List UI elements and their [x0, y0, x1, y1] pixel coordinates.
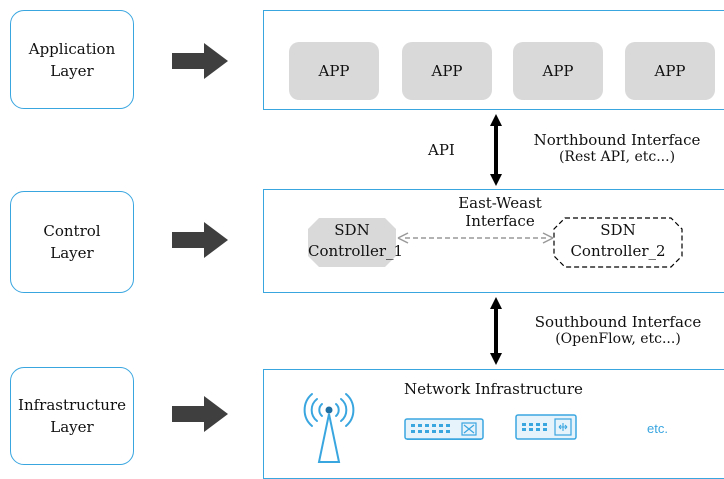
sdn-controller-1-line2: Controller_1 [308, 242, 404, 260]
northbound-subtitle: (Rest API, etc...) [558, 149, 676, 165]
app-box-3: APP [513, 42, 603, 100]
application-layer-line2: Layer [50, 61, 94, 80]
east-west-line2: Interface [465, 212, 535, 230]
sdn-controller-1: SDN Controller_1 [308, 220, 404, 262]
app-box-2: APP [402, 42, 492, 100]
east-west-line1: East-Weast [458, 194, 542, 212]
sdn-controller-1-line1: SDN [334, 221, 370, 239]
network-switch-icon [404, 418, 484, 440]
infrastructure-layer-line2: Layer [50, 418, 94, 436]
infrastructure-layer-arrow [172, 396, 228, 432]
northbound-title: Northbound Interface [533, 131, 701, 149]
sdn-controller-1-shape [308, 218, 396, 267]
northbound-interface: Northbound Interface (Rest API, etc...) [522, 131, 712, 165]
application-panel: APP APP APP APP [263, 10, 724, 110]
northbound-arrow [490, 114, 502, 186]
control-panel-graphics [308, 217, 683, 268]
infrastructure-panel [263, 369, 724, 479]
sdn-controller-2-line2: Controller_2 [570, 242, 666, 260]
east-west-arrow-head-left [397, 232, 409, 244]
sdn-controller-2-line1: SDN [600, 221, 636, 239]
east-west-arrow-head-right [542, 232, 554, 244]
network-router-icon [515, 414, 577, 440]
control-layer-line2: Layer [50, 244, 94, 262]
southbound-interface: Southbound Interface (OpenFlow, etc...) [520, 313, 716, 347]
sdn-controller-2: SDN Controller_2 [554, 220, 682, 262]
app-box-4: APP [625, 42, 715, 100]
southbound-arrow [490, 297, 502, 365]
infrastructure-layer-line1: Infrastructure [18, 396, 126, 414]
control-layer-line1: Control [43, 222, 101, 240]
sdn-controller-2-shape [553, 217, 683, 268]
east-west-interface: East-Weast Interface [440, 194, 560, 230]
application-layer-arrow [172, 43, 228, 79]
wireless-tower-icon [303, 393, 355, 463]
api-label: API [428, 141, 455, 159]
application-layer-line1: Application [28, 39, 116, 58]
etc-label: etc. [647, 421, 668, 436]
app-box-1: APP [289, 42, 379, 100]
control-layer-arrow [172, 222, 228, 258]
network-infrastructure-title: Network Infrastructure [404, 380, 583, 398]
southbound-subtitle: (OpenFlow, etc...) [555, 331, 681, 347]
southbound-title: Southbound Interface [534, 313, 702, 331]
